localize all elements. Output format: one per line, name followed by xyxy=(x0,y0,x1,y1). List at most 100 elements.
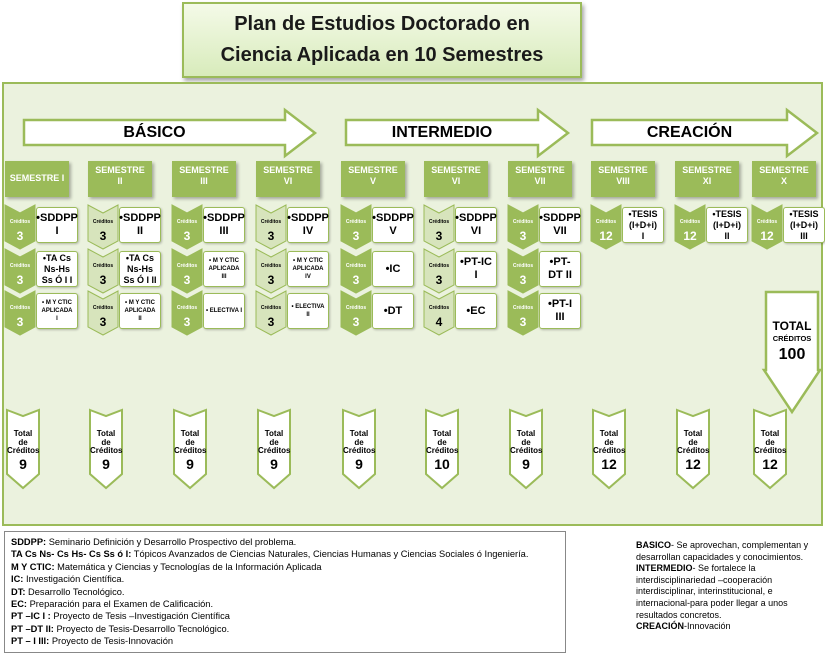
course-name-line: IV xyxy=(305,274,311,280)
course-credits: 3 xyxy=(519,229,527,243)
legend-abbreviation: TA Cs Ns- Cs Hs- Cs Ss ó I: xyxy=(11,549,132,560)
legend-description: Preparación para el Examen de Calificaci… xyxy=(27,599,214,610)
course-name-line: VII xyxy=(553,225,567,237)
legend-abbreviation: PT – I III: xyxy=(11,636,50,647)
credit-chevron xyxy=(340,248,372,294)
course-credits: 3 xyxy=(435,229,443,243)
course-credits: 3 xyxy=(352,315,360,329)
semester-total-label-line: Créditos xyxy=(677,446,710,455)
course-box: •TESIS(I+D+i)I xyxy=(622,207,664,243)
course-credits: 12 xyxy=(599,229,613,243)
course-name: •DT xyxy=(384,305,403,318)
course-name-line: III xyxy=(800,230,808,241)
course-credits: 12 xyxy=(683,229,697,243)
course-credits: 3 xyxy=(352,229,360,243)
course-name-line: • M Y CTIC xyxy=(125,300,155,306)
semester-title: SEMESTRE xyxy=(682,165,732,175)
semester-total-label-line: Total xyxy=(13,429,33,438)
abbreviation-legend: SDDPP: Seminario Definición y Desarrollo… xyxy=(4,531,566,653)
course-name-line: I xyxy=(474,269,478,281)
course-name-line: •SDDPP xyxy=(539,212,581,224)
stage-note-title: CREACIÓN xyxy=(636,621,685,632)
credit-word: Créditos xyxy=(260,305,282,311)
course-name-line: III xyxy=(219,225,229,237)
semester-total-label-line: Créditos xyxy=(90,446,123,455)
legend-entry: EC: Preparación para el Examen de Califi… xyxy=(11,598,559,610)
semester-total-label-line: Créditos xyxy=(426,446,459,455)
semester-total-label-line: Créditos xyxy=(258,446,291,455)
credit-chevron xyxy=(423,290,455,336)
credit-word: Créditos xyxy=(92,263,114,269)
semester-title: SEMESTRE xyxy=(598,165,648,175)
semester-total-label-line: de xyxy=(18,437,28,447)
course-name-line: APLICADA xyxy=(41,308,73,314)
credit-word: Créditos xyxy=(512,219,534,225)
credit-chevron xyxy=(171,290,203,336)
course-name-line: APLICADA xyxy=(292,266,324,272)
course-name-line: •IC xyxy=(385,262,401,275)
credit-word: Créditos xyxy=(260,219,282,225)
stage-note: INTERMEDIO- Se fortalece la interdiscipl… xyxy=(636,563,822,621)
semester-total-label-line: de xyxy=(765,437,775,447)
course-name-line: •SDDPP xyxy=(119,212,161,224)
stage-note: CREACIÓN-Innovación xyxy=(636,621,822,633)
course-name-line: I xyxy=(56,316,58,322)
course-credits: 3 xyxy=(267,315,275,329)
semester-total-chevron xyxy=(6,408,40,490)
course-name-line: •PT-IC xyxy=(460,256,492,268)
course-credits: 3 xyxy=(16,229,24,243)
semester-title: SEMESTRE xyxy=(515,165,565,175)
course-name-line: (I+D+i) xyxy=(712,219,741,230)
course-name: •IC xyxy=(386,263,401,276)
credit-chevron xyxy=(4,204,36,250)
credit-chevron xyxy=(87,290,119,336)
stage-note: BASICO- Se aprovechan, complementan y de… xyxy=(636,540,822,563)
legend-entry: PT –IC I : Proyecto de Tesis –Investigac… xyxy=(11,610,559,622)
credit-chevron xyxy=(751,204,783,250)
semester-title: SEMESTRE I xyxy=(9,173,65,183)
semester-total-label-line: de xyxy=(688,437,698,447)
title-line-2: Ciencia Aplicada en 10 Semestres xyxy=(220,44,544,66)
course-name-line: •SDDPP xyxy=(203,212,245,224)
course-credits: 4 xyxy=(435,315,443,329)
stage-arrow-2 xyxy=(344,107,571,159)
credit-chevron xyxy=(423,204,455,250)
semester-total-value: 10 xyxy=(434,456,450,472)
course-box: •TESIS(I+D+i)III xyxy=(783,207,825,243)
credit-word: Créditos xyxy=(512,305,534,311)
course-credits: 3 xyxy=(267,273,275,287)
semester-total-chevron xyxy=(173,408,207,490)
credit-word: Créditos xyxy=(428,219,450,225)
credit-chevron xyxy=(423,248,455,294)
course-name-line: II xyxy=(306,312,310,318)
credit-word: Créditos xyxy=(345,305,367,311)
course-name-line: I xyxy=(641,230,645,241)
course-name-line: •TA Cs xyxy=(125,252,155,263)
semester-number: III xyxy=(200,176,208,186)
semester-total-label-line: Total xyxy=(264,429,284,438)
semester-total-chevron xyxy=(676,408,710,490)
credit-word: Créditos xyxy=(428,305,450,311)
semester-total-label-line: de xyxy=(101,437,111,447)
course-name-line: • ELECTIVA xyxy=(291,304,325,310)
credit-word: Créditos xyxy=(176,305,198,311)
legend-entry: PT – I III: Proyecto de Tesis-Innovación xyxy=(11,635,559,647)
course-credits: 3 xyxy=(183,229,191,243)
